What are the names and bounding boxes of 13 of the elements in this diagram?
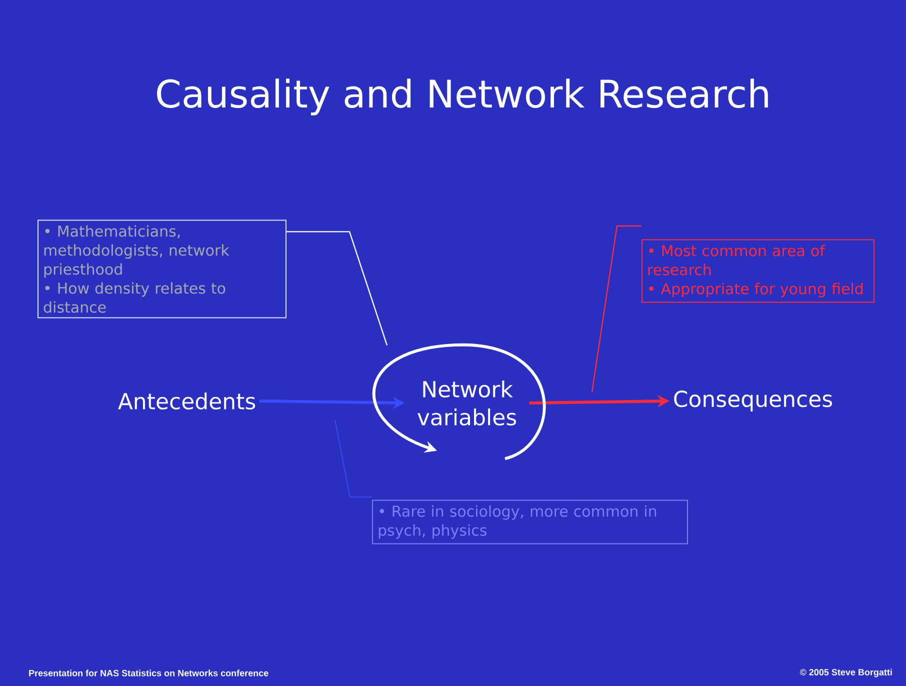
concept-label: Network variables — [418, 380, 516, 426]
footer-text: Presentation for NAS Statistics on Networks conference — [29, 670, 268, 676]
note-box: • Rare in sociology, more common in psych, physics — [372, 500, 688, 544]
leader-line — [591, 225, 642, 392]
footer-text: © 2005 Steve Borgatti — [800, 668, 892, 678]
note-box: • Mathematicians, methodologists, network priesthood • How density relates to distance — [38, 220, 286, 318]
leader-line — [334, 420, 372, 498]
concept-label: Consequences — [674, 390, 832, 412]
note-box: • Most common area of research • Appropriate for young field — [642, 239, 874, 303]
slide-title: Causality and Network Research — [157, 78, 768, 116]
leader-line — [286, 231, 388, 346]
loop-arrow — [372, 344, 546, 460]
concept-label: Antecedents — [118, 392, 256, 410]
